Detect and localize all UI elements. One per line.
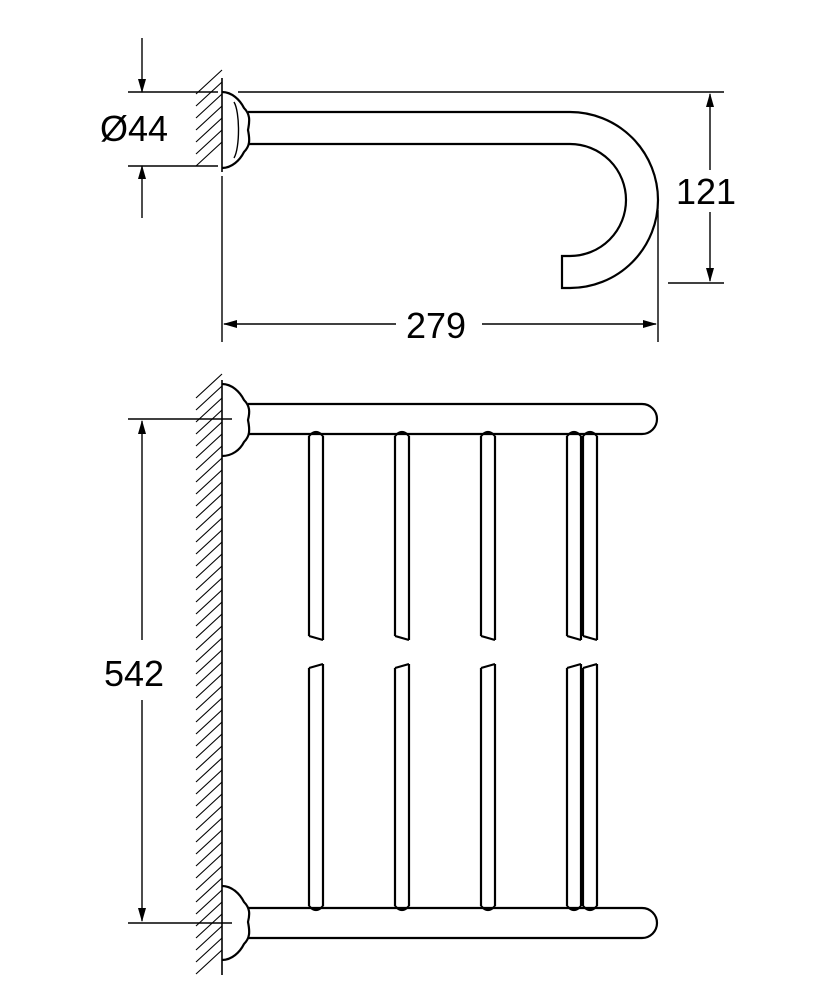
side-view: Ø44 121 279 — [100, 38, 736, 346]
wall-hatch-line — [195, 105, 223, 131]
wall-hatch-line — [195, 457, 223, 483]
cross-bars — [307, 430, 599, 912]
wall-hatch-line — [195, 949, 223, 975]
wall-hatch-line — [195, 373, 223, 399]
wall-hatch-line — [195, 769, 223, 795]
cross-bar — [565, 430, 583, 912]
wall-hatch-line — [195, 649, 223, 675]
cross-bar-lower-segment — [581, 662, 599, 912]
wall-hatch-line — [195, 589, 223, 615]
depth-label: 279 — [406, 305, 466, 346]
wall-hatch-line — [195, 397, 223, 423]
wall-hatch-line — [195, 721, 223, 747]
wall-hatch-line — [195, 553, 223, 579]
wall-hatch-line — [195, 673, 223, 699]
diameter-label: Ø44 — [100, 108, 168, 149]
wall-hatch-line — [195, 901, 223, 927]
wall-hatch-line — [195, 697, 223, 723]
wall-hatch-line — [195, 141, 223, 167]
top-wall — [195, 373, 223, 975]
wall-hatch-line — [195, 385, 223, 411]
top-view: 542 — [104, 373, 659, 975]
wall-hatch-line — [195, 745, 223, 771]
cross-bar — [307, 430, 325, 912]
cross-bar-upper-segment — [565, 430, 583, 642]
wall-hatch-line — [195, 877, 223, 903]
cross-bar-lower-segment — [307, 662, 325, 912]
wall-hatch-line — [195, 517, 223, 543]
top-rosette-lower — [221, 884, 251, 962]
length-label: 542 — [104, 653, 164, 694]
dim-depth: 279 — [221, 176, 659, 346]
wall-hatch-line — [195, 685, 223, 711]
wall-hatch-line — [195, 93, 223, 119]
wall-hatch-line — [195, 493, 223, 519]
cross-bar-upper-segment — [393, 430, 411, 642]
wall-hatch-line — [195, 853, 223, 879]
wall-hatch-line — [195, 81, 223, 107]
wall-hatch-line — [195, 69, 223, 95]
wall-hatch-line — [195, 925, 223, 951]
cross-bar-upper-segment — [307, 430, 325, 642]
side-wall — [195, 69, 223, 172]
cross-bar — [479, 430, 497, 912]
wall-hatch-line — [195, 817, 223, 843]
side-rail — [248, 110, 660, 290]
wall-hatch-line — [195, 469, 223, 495]
wall-hatch-line — [195, 913, 223, 939]
dim-length: 542 — [104, 418, 232, 924]
wall-hatch-line — [195, 421, 223, 447]
wall-hatch-line — [195, 793, 223, 819]
wall-hatch-line — [195, 733, 223, 759]
cross-bar — [581, 430, 599, 912]
wall-hatch-line — [195, 481, 223, 507]
top-rail-upper — [248, 402, 659, 436]
wall-hatch-line — [195, 841, 223, 867]
cross-bar-lower-segment — [479, 662, 497, 912]
wall-hatch-line — [195, 129, 223, 155]
wall-hatch-line — [195, 117, 223, 143]
wall-hatch-line — [195, 445, 223, 471]
wall-hatch-line — [195, 865, 223, 891]
wall-hatch-line — [195, 505, 223, 531]
wall-hatch-line — [195, 541, 223, 567]
wall-hatch-line — [195, 565, 223, 591]
wall-hatch-line — [195, 613, 223, 639]
wall-hatch-line — [195, 625, 223, 651]
cross-bar-upper-segment — [479, 430, 497, 642]
wall-hatch-line — [195, 409, 223, 435]
cross-bar-lower-segment — [565, 662, 583, 912]
wall-hatch-line — [195, 805, 223, 831]
wall-hatch-line — [195, 601, 223, 627]
wall-hatch-line — [195, 829, 223, 855]
side-rosette — [221, 90, 251, 170]
wall-hatch-line — [195, 889, 223, 915]
dim-diameter: Ø44 — [100, 38, 218, 218]
top-rosette-upper — [221, 382, 251, 458]
wall-hatch-line — [195, 637, 223, 663]
top-rail-lower — [248, 906, 659, 940]
wall-hatch-line — [195, 937, 223, 963]
projection-label: 121 — [676, 171, 736, 212]
dim-projection: 121 — [238, 91, 736, 284]
wall-hatch-line — [195, 781, 223, 807]
cross-bar-lower-segment — [393, 662, 411, 912]
wall-hatch-line — [195, 709, 223, 735]
cross-bar — [393, 430, 411, 912]
cross-bar-upper-segment — [581, 430, 599, 642]
wall-hatch-line — [195, 757, 223, 783]
wall-hatch-line — [195, 529, 223, 555]
wall-hatch-line — [195, 577, 223, 603]
wall-hatch-line — [195, 433, 223, 459]
wall-hatch-line — [195, 661, 223, 687]
